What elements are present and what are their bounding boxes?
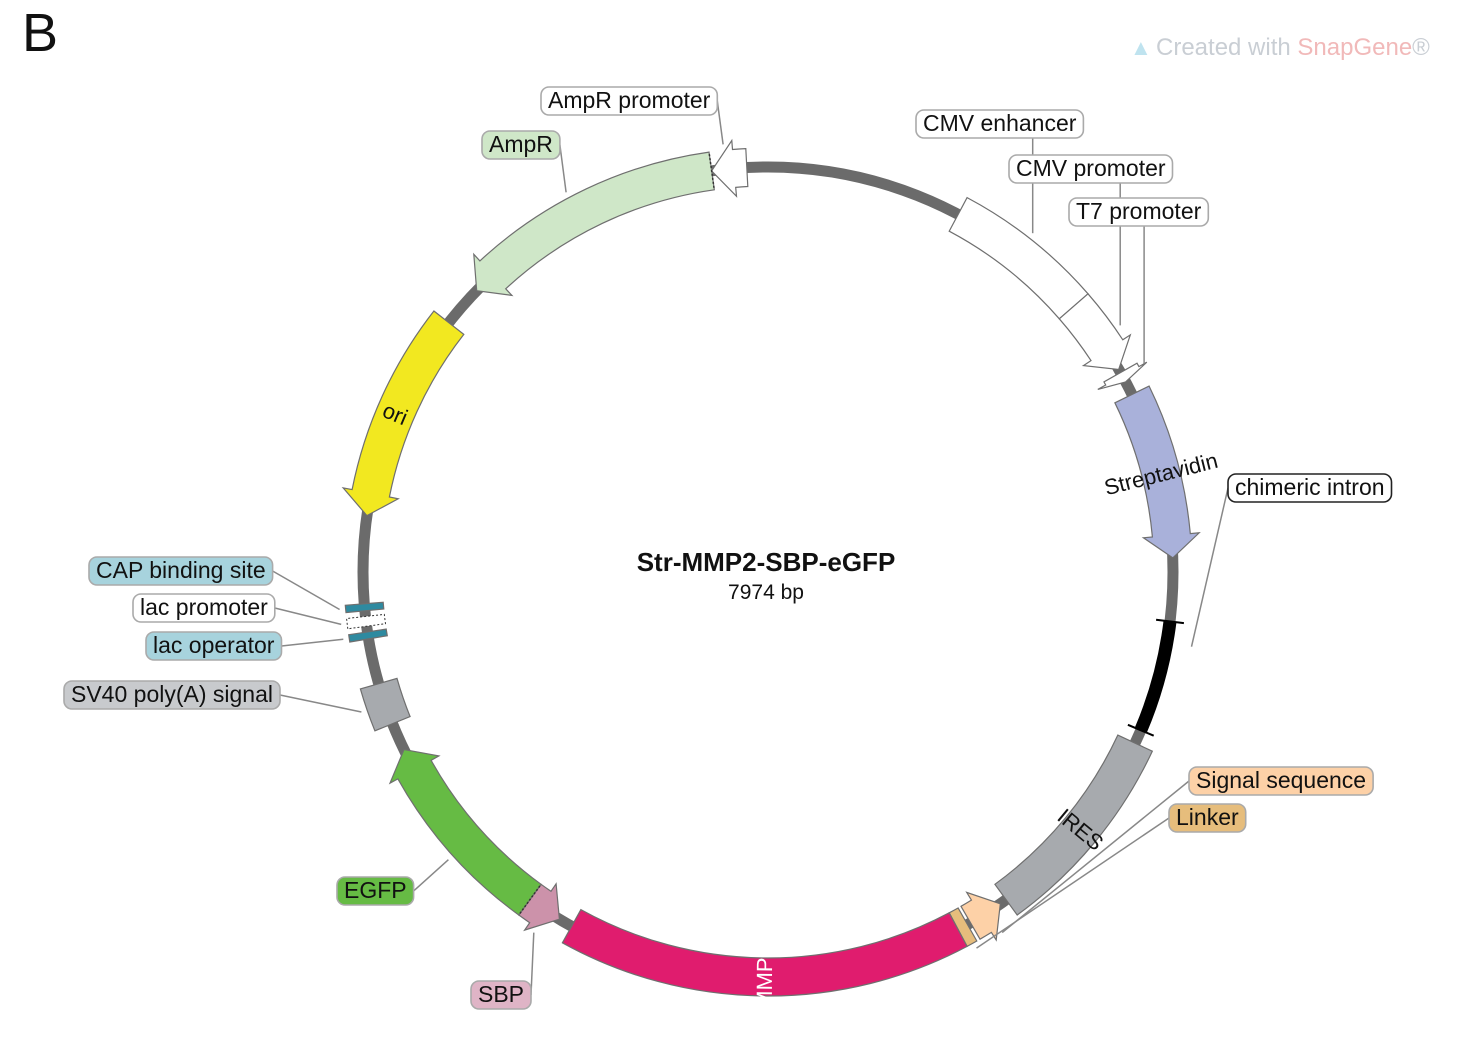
ampr-label-box (481, 130, 561, 160)
chimeric-intron-label: chimeric intron (1227, 473, 1393, 503)
sbp-arc (517, 882, 561, 932)
cmv-enhancer-label-text: CMV enhancer (923, 110, 1077, 136)
egfp-label: EGFP (336, 876, 415, 906)
lac-operator-label-box (145, 631, 283, 661)
lac-operator-leader-line (281, 638, 344, 647)
ampr-leader-line (559, 144, 567, 193)
sbp-leader-line (530, 932, 535, 996)
panel-letter: B (22, 3, 59, 63)
cmv-enhancer-arc (948, 196, 1089, 320)
ampr-label-text: AmpR (489, 131, 553, 157)
sv40-polya-arc (359, 677, 411, 732)
ampr-promoter-arc (710, 138, 749, 198)
ampr-arc (473, 151, 715, 297)
plasmid-length: 7974 bp (728, 581, 804, 604)
linker-leader-line (976, 817, 1170, 949)
cmv-promoter-label-text: CMV promoter (1016, 155, 1166, 181)
lac-promoter-label-box (132, 593, 276, 623)
plasmid-name: Str-MMP2-SBP-eGFP (637, 547, 896, 577)
feature-separator (519, 885, 541, 914)
chimeric-intron-label-text: chimeric intron (1235, 474, 1385, 500)
cmv-promoter-arc (1058, 292, 1132, 371)
signal-sequence-label-text: Signal sequence (1196, 767, 1366, 793)
chimeric-intron-leader-line (1190, 487, 1229, 647)
mmp2-arc-label: MMP2 (752, 945, 778, 1009)
linker-label-box (1168, 803, 1247, 833)
cap-binding-site-arc (344, 601, 385, 614)
cmv-enhancer-label-box (915, 109, 1085, 139)
chimeric-intron-arc (1134, 620, 1177, 733)
cmv-promoter-label-box (1008, 154, 1174, 184)
ampr-promoter-label: AmpR promoter (540, 86, 719, 116)
ampr-promoter-leader-line (716, 100, 724, 145)
ires-arc (994, 734, 1154, 916)
sv40-polya-leader-line (279, 694, 362, 713)
ampr-label: AmpR (481, 130, 561, 160)
lac-promoter-leader-line (274, 607, 342, 626)
cap-binding-site-label: CAP binding site (88, 556, 274, 586)
cmv-enhancer-label: CMV enhancer (915, 109, 1085, 139)
signal-sequence-label: Signal sequence (1188, 766, 1374, 796)
linker-label-text: Linker (1176, 804, 1239, 830)
cmv-promoter-label: CMV promoter (1008, 154, 1174, 184)
snapgene-logo-icon: ▲ (1130, 35, 1152, 60)
watermark-brand: SnapGene (1297, 34, 1413, 61)
t7-promoter-label-box (1068, 197, 1210, 227)
lac-promoter-label-text: lac promoter (140, 594, 268, 620)
feature-separator (708, 153, 715, 188)
snapgene-watermark: ▲Created with SnapGene® (1130, 34, 1430, 62)
t7-promoter-label: T7 promoter (1068, 197, 1210, 227)
lac-operator-arc (348, 628, 388, 643)
ampr-promoter-label-text: AmpR promoter (548, 87, 711, 113)
chimeric-intron-tick (1155, 618, 1185, 625)
signal-sequence-label-box (1188, 766, 1374, 796)
sbp-label: SBP (470, 980, 532, 1010)
t7-promoter-label-text: T7 promoter (1076, 198, 1202, 224)
watermark-suffix: ® (1412, 34, 1430, 61)
egfp-label-box (336, 876, 415, 906)
sbp-label-box (470, 980, 532, 1010)
sv40-polya-label: SV40 poly(A) signal (63, 680, 281, 710)
t7-promoter-arc (1097, 361, 1148, 390)
lac-operator-label-text: lac operator (153, 632, 275, 658)
chimeric-intron-tick (1127, 723, 1155, 737)
lac-operator-label: lac operator (145, 631, 283, 661)
egfp-leader-line (413, 859, 449, 892)
signal-sequence-leader-line (1001, 780, 1190, 934)
sbp-label-text: SBP (478, 981, 524, 1007)
sv40-polya-label-box (63, 680, 281, 710)
chimeric-intron-label-box (1227, 473, 1393, 503)
ori-arc (341, 310, 465, 517)
mmp2-arc (561, 908, 968, 997)
linker-label: Linker (1168, 803, 1247, 833)
lac-promoter-label: lac promoter (132, 593, 276, 623)
signal-sequence-arc (960, 891, 1001, 942)
watermark-prefix: Created with (1156, 34, 1298, 61)
ampr-promoter-label-box (540, 86, 719, 116)
egfp-label-text: EGFP (344, 877, 407, 903)
cap-binding-site-label-text: CAP binding site (96, 557, 266, 583)
cap-binding-site-leader-line (272, 570, 340, 611)
cap-binding-site-label-box (88, 556, 274, 586)
sv40-polya-label-text: SV40 poly(A) signal (71, 681, 273, 707)
egfp-arc (388, 748, 542, 916)
streptavidin-arc (1114, 385, 1201, 559)
lac-promoter-arc (346, 613, 387, 630)
